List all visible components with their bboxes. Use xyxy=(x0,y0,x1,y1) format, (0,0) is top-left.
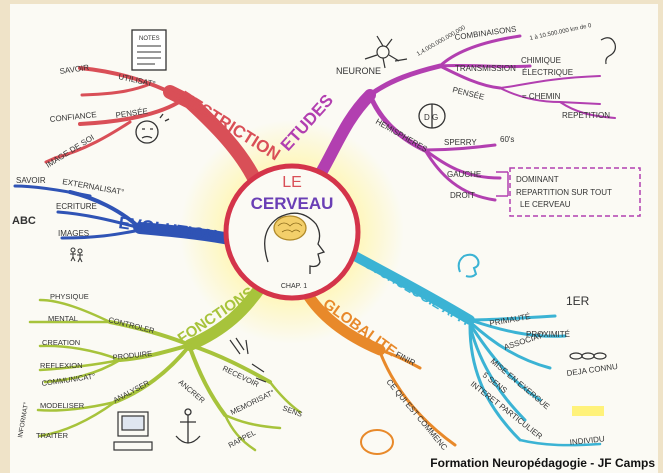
text-savoir-evolution: SAVOIR xyxy=(16,176,46,185)
note-dominant: DOMINANT xyxy=(516,175,559,184)
text-chemin: = CHEMIN xyxy=(522,92,561,101)
branch-etudes xyxy=(312,34,616,202)
text-ce-qui-est-commence: CE QUI EST COMMENC xyxy=(384,378,449,453)
text-creation: CREATION xyxy=(42,338,80,347)
notes-icon xyxy=(131,29,167,71)
chain-icon xyxy=(569,352,607,360)
note-repartition: REPARTITION SUR TOUT xyxy=(516,188,612,197)
credit-caption: Formation Neuropédagogie - JF Camps xyxy=(430,456,655,470)
worried-face-icon xyxy=(135,113,170,144)
text-sixties: 60's xyxy=(500,135,514,144)
text-premier: 1ER xyxy=(566,294,590,308)
text-droit: DROIT xyxy=(450,191,475,200)
text-savoir-restriction: SAVOIR xyxy=(59,63,90,76)
branch-restriction xyxy=(44,66,262,187)
neuron-icon xyxy=(364,35,408,69)
svg-text:D G: D G xyxy=(424,113,438,122)
note-le-cerveau: LE CERVEAU xyxy=(520,200,571,209)
text-neuron-distance: 1 à 10.500.000 km de 0 xyxy=(529,23,593,42)
text-images: IMAGES xyxy=(58,229,89,238)
text-sperry: SPERRY xyxy=(444,138,477,147)
text-repetition: REPETITION xyxy=(562,111,610,120)
center-node: LE CERVEAU CHAP. 1 xyxy=(223,163,361,301)
text-communication: COMMUNICAT° xyxy=(41,372,96,388)
text-mental: MENTAL xyxy=(48,314,78,323)
text-controler: CONTROLER xyxy=(108,315,156,335)
center-title-line1: LE xyxy=(282,174,302,191)
highlighter-mark xyxy=(572,406,604,416)
text-gauche: GAUCHE xyxy=(447,170,481,179)
brain-hemispheres-icon: D G xyxy=(418,103,446,129)
text-deja-connu: DEJA CONNU xyxy=(566,362,619,378)
text-physique: PHYSIQUE xyxy=(50,292,89,301)
text-produire: PRODUIRE xyxy=(112,349,152,362)
text-transmission: TRANSMISSION xyxy=(455,64,516,73)
text-image-de-soi: IMAGE DE SOI xyxy=(44,133,96,170)
text-neurone: NEURONE xyxy=(336,66,381,76)
arrows-icon xyxy=(229,337,267,383)
branch-globalite xyxy=(300,286,457,447)
text-memorisation: MEMORISAT° xyxy=(229,388,276,417)
text-abc: ABC xyxy=(12,215,36,227)
text-notes: NOTES xyxy=(139,36,160,42)
hemisphere-note-box: DOMINANT REPARTITION SUR TOUT LE CERVEAU xyxy=(496,167,641,217)
text-reflexion: REFLEXION xyxy=(40,361,83,370)
computer-icon xyxy=(113,411,153,451)
stick-figures-icon xyxy=(70,247,83,263)
anchor-icon xyxy=(175,408,201,444)
text-proximite: PROXIMITÉ xyxy=(526,330,570,339)
text-finir: FINIR xyxy=(394,350,417,368)
ear-icon xyxy=(600,37,616,65)
text-analyser: ANALYSER xyxy=(112,378,152,405)
text-pensee-etudes: PENSÉE xyxy=(452,85,486,102)
text-utilisation: UTILISAT° xyxy=(118,72,157,89)
text-ecriture: ECRITURE xyxy=(56,202,97,211)
head-with-brain-icon xyxy=(264,212,326,274)
text-electrique: ÉLECTRIQUE xyxy=(522,68,573,77)
text-pensee-restriction: PENSÉE xyxy=(115,107,148,120)
center-chapter: CHAP. 1 xyxy=(281,283,307,290)
text-traiter: TRAITER xyxy=(36,431,69,440)
branch-fonctions xyxy=(28,279,302,452)
loop-icon xyxy=(360,429,394,455)
text-informatique: INFORMAT° xyxy=(16,401,30,438)
text-primaute: PRIMAUTÉ xyxy=(489,312,531,328)
text-rappel: RAPPEL xyxy=(227,428,257,450)
face-profile-icon xyxy=(457,253,480,278)
center-title-line2: CERVEAU xyxy=(251,194,334,213)
text-chimique: CHIMIQUE xyxy=(521,56,561,65)
text-modeliser: MODELISER xyxy=(40,401,85,410)
text-individu: INDIVIDU xyxy=(569,434,605,447)
text-sens: SENS xyxy=(281,403,303,418)
